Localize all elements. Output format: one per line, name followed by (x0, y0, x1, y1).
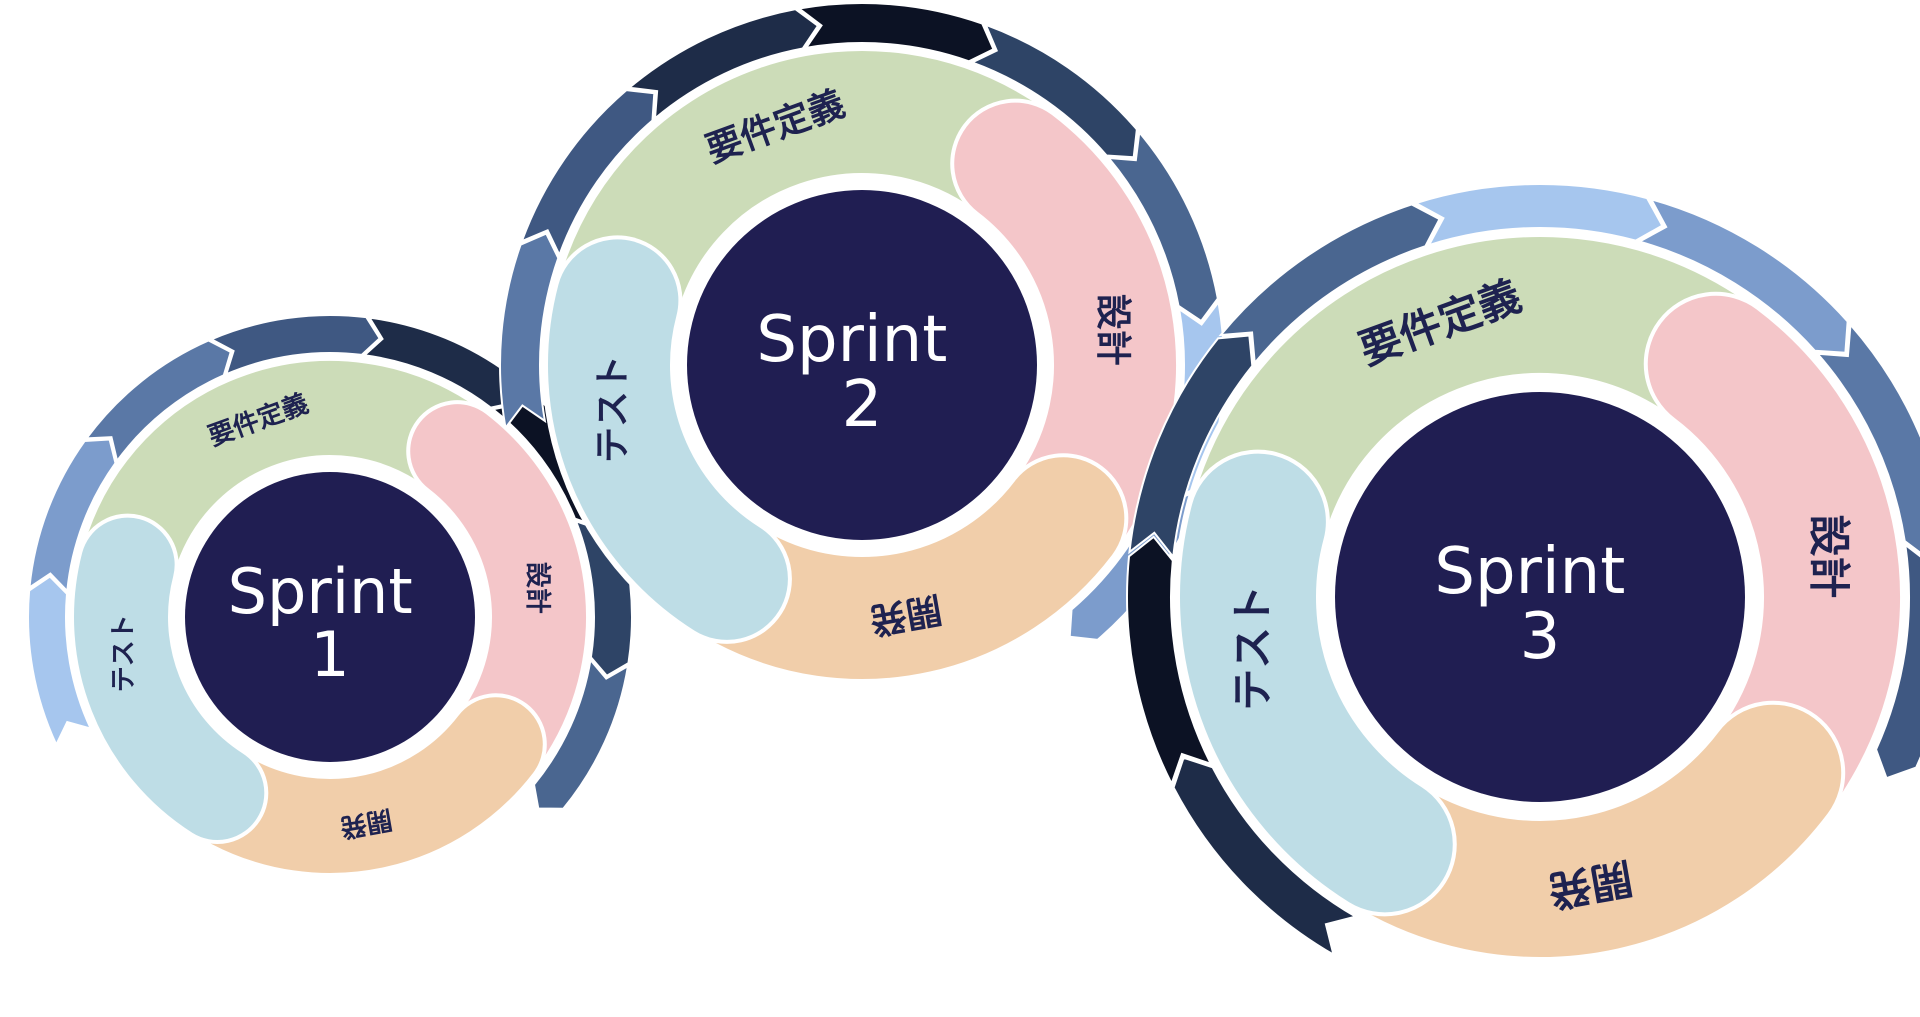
sprint-1-arrow-segment (532, 657, 630, 810)
sprint-2-title-number: 2 (842, 368, 883, 442)
sprint-2-phase-test (544, 235, 792, 644)
sprint-2-arrow-segment (1106, 129, 1219, 323)
sprint-1-arrow-segment (27, 575, 93, 747)
sprint-3-title: Sprint 3 (1434, 535, 1645, 674)
sprint-2-center (687, 190, 1037, 540)
sprint-1-arrow-segment (28, 438, 117, 594)
sprint-3-title-number: 3 (1520, 600, 1561, 674)
sprint-1-label-design: 設計 (522, 562, 553, 614)
sprint-1-label-test: テスト (109, 614, 139, 692)
sprint-2-arrow-segment (796, 2, 995, 63)
sprint-1-phase-ring (68, 355, 592, 879)
sprint-3-arrow-segment (1128, 334, 1254, 560)
sprint-1-arrow-segment (362, 316, 516, 409)
sprint-3-arrow-segment (1815, 322, 1920, 554)
sprint-2-arrow-segment (626, 8, 820, 121)
sprint-3-arrow-ring (1126, 183, 1920, 957)
sprint-1-center (185, 472, 475, 762)
sprint-3-phase-test (1176, 449, 1457, 917)
sprint-1-arrow-segment (84, 339, 232, 464)
sprint-3-cycle: Sprint 3 要件定義 設計 開発 テスト (1126, 183, 1920, 963)
sprint-3-center (1335, 392, 1745, 802)
sprint-3-label-test: テスト (1228, 585, 1277, 711)
sprint-1-title: Sprint 1 (228, 555, 433, 691)
sprint-2-arrow-segment (520, 89, 656, 258)
sprint-1-title-word: Sprint (228, 555, 413, 628)
sprint-2-title-word: Sprint (756, 303, 947, 377)
sprint-2-arrow-segment (499, 232, 560, 431)
sprint-3-arrow-segment (1218, 203, 1441, 366)
sprint-2-title: Sprint 2 (756, 303, 967, 442)
sprint-2-label-test: テスト (592, 355, 633, 463)
sprint-2-arrow-segment (969, 23, 1138, 159)
sprint-1-cycle: Sprint 1 要件定義 設計 開発 テスト (27, 314, 633, 879)
sprint-1-arrow-segment (209, 314, 381, 376)
sprint-3-title-word: Sprint (1434, 535, 1625, 609)
sprint-3-arrow-segment (1413, 183, 1664, 247)
sprint-3-arrow-segment (1126, 535, 1213, 787)
sprint-2-label-design: 設計 (1092, 294, 1133, 366)
sprint-3-arrow-segment (1172, 756, 1359, 957)
sprint-3-label-design: 設計 (1805, 514, 1854, 598)
sprint-1-title-number: 1 (310, 618, 349, 691)
sprint-3-arrow-segment (1636, 197, 1849, 354)
sprint-3-arrow-segment (1874, 542, 1920, 780)
sprint-1-phase-test (70, 513, 269, 844)
